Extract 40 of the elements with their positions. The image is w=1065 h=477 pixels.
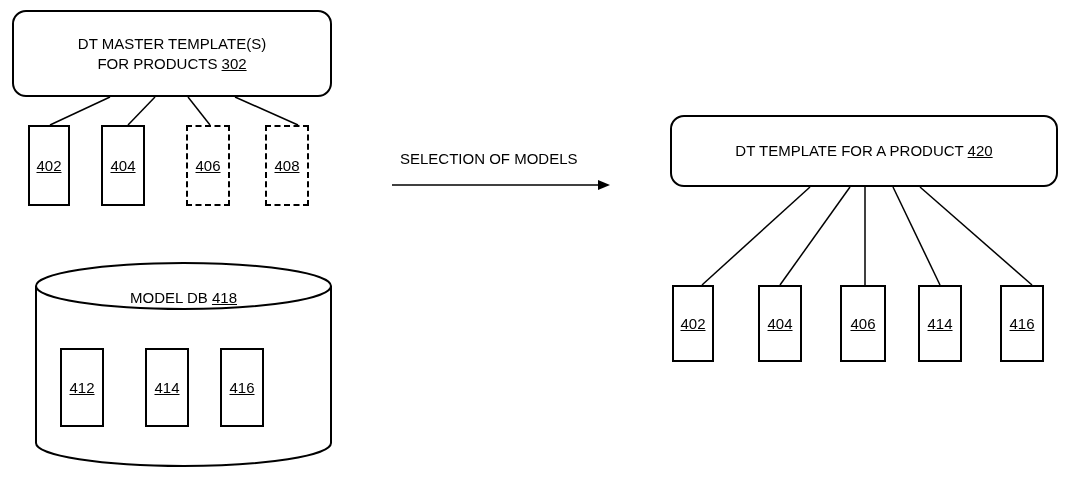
reference-number: 416 bbox=[1008, 313, 1036, 334]
node-label: DT MASTER TEMPLATE(S) FOR PRODUCTS 302 bbox=[76, 33, 268, 74]
reference-number: 404 bbox=[766, 313, 794, 334]
model-box bbox=[101, 125, 145, 206]
model-box bbox=[918, 285, 962, 362]
connector-line bbox=[864, 186, 866, 286]
reference-number: 408 bbox=[273, 155, 301, 176]
reference-number: 414 bbox=[153, 377, 181, 398]
connector-line bbox=[892, 186, 941, 286]
reference-number: 412 bbox=[68, 377, 96, 398]
model-box bbox=[60, 348, 104, 427]
node-label: DT TEMPLATE FOR A PRODUCT 420 bbox=[734, 141, 994, 161]
reference-number: 402 bbox=[35, 155, 63, 176]
connector-line bbox=[187, 96, 211, 126]
template-box bbox=[12, 10, 332, 97]
reference-number: 406 bbox=[194, 155, 222, 176]
connector-line bbox=[779, 186, 851, 286]
reference-number: 414 bbox=[926, 313, 954, 334]
template-box bbox=[670, 115, 1058, 187]
connector-line bbox=[919, 186, 1033, 286]
connector-line bbox=[127, 96, 156, 126]
database-cylinder bbox=[35, 262, 332, 467]
model-box bbox=[672, 285, 714, 362]
reference-number: 416 bbox=[228, 377, 256, 398]
node-label: MODEL DB 418 bbox=[129, 288, 238, 308]
reference-number: 402 bbox=[679, 313, 707, 334]
model-box bbox=[28, 125, 70, 206]
optional-model-box bbox=[186, 125, 230, 206]
model-box bbox=[145, 348, 189, 427]
connector-line bbox=[234, 96, 299, 126]
connector-line bbox=[49, 96, 111, 126]
model-box bbox=[220, 348, 264, 427]
optional-model-box bbox=[265, 125, 309, 206]
reference-number: 404 bbox=[109, 155, 137, 176]
model-box bbox=[758, 285, 802, 362]
connector-line bbox=[701, 186, 811, 286]
model-box bbox=[1000, 285, 1044, 362]
arrow-label: SELECTION OF MODELS bbox=[400, 149, 578, 169]
model-box bbox=[840, 285, 886, 362]
reference-number: 406 bbox=[849, 313, 877, 334]
